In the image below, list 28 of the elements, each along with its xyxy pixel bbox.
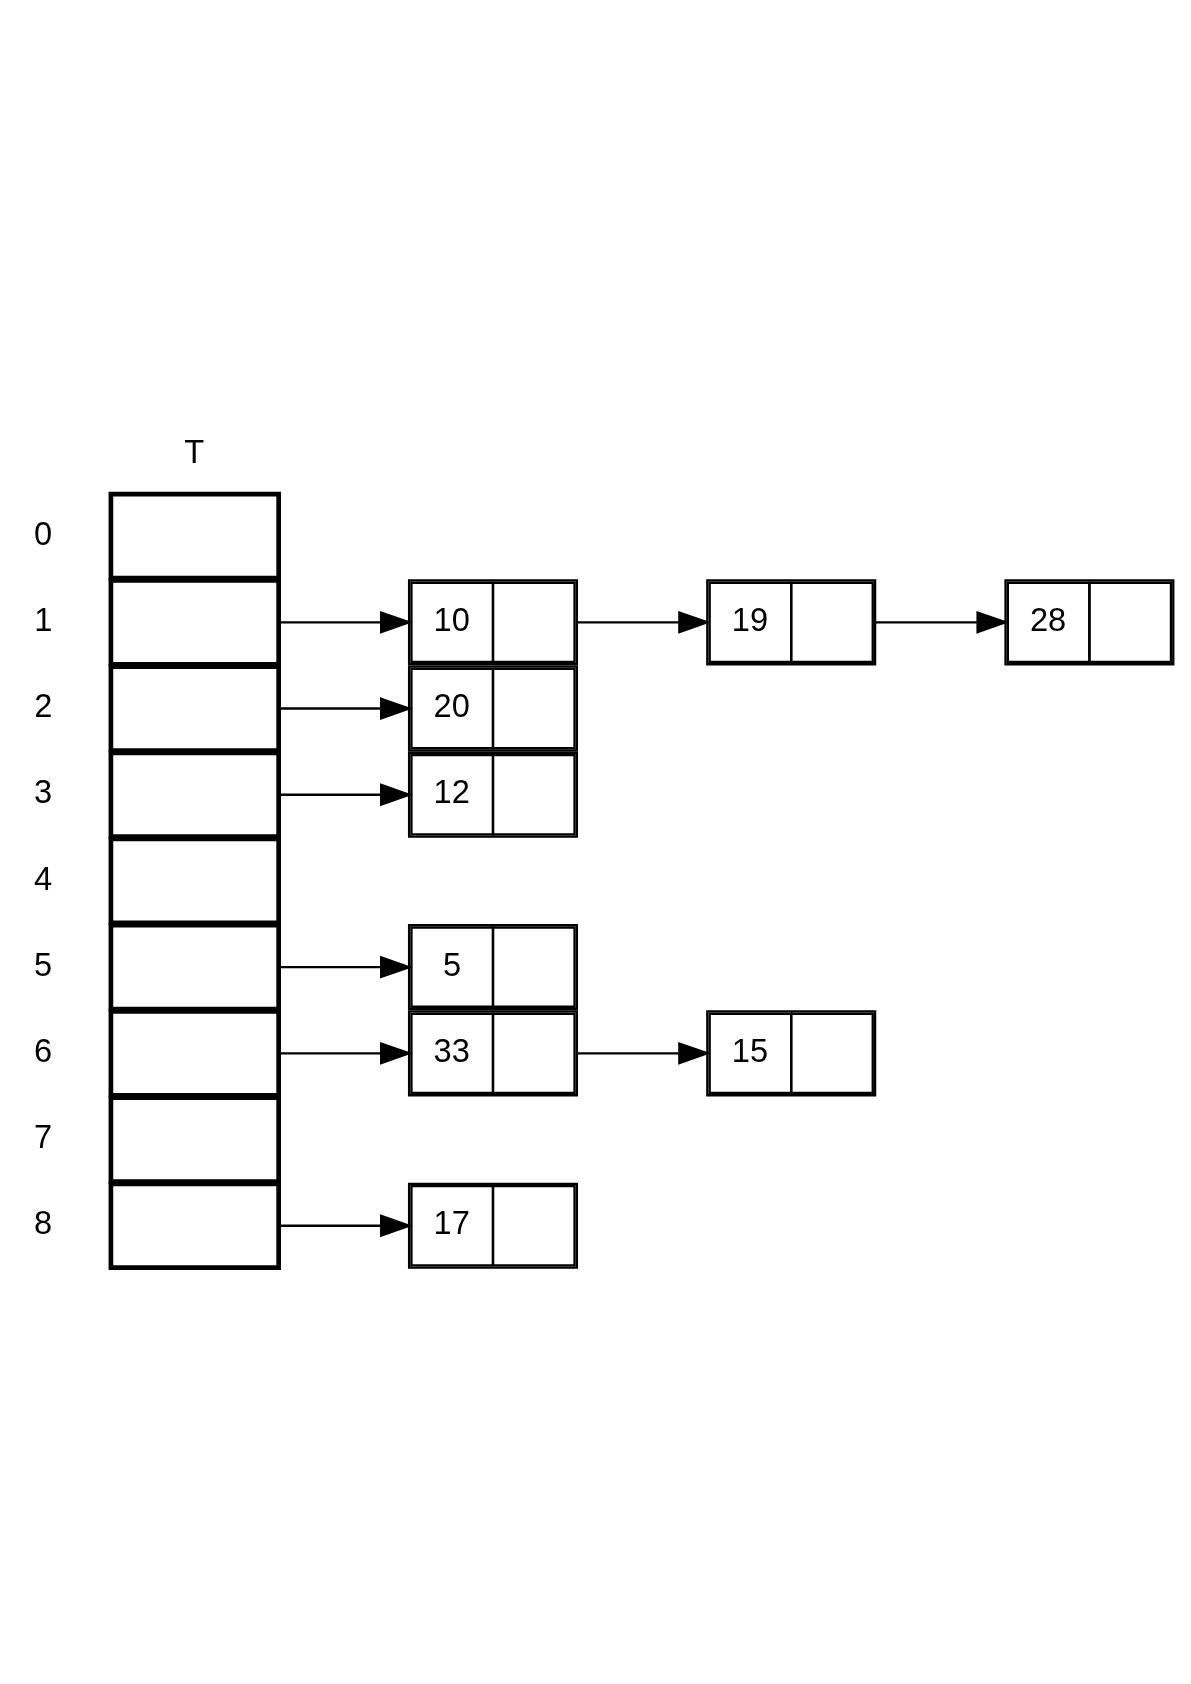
node-label: 4 xyxy=(34,859,53,897)
arrow xyxy=(576,1041,711,1065)
node-label: 5 xyxy=(34,945,53,983)
node-box xyxy=(108,1094,281,1184)
node-box xyxy=(108,749,281,839)
label: T xyxy=(184,432,205,470)
arrow xyxy=(576,610,711,634)
node-box xyxy=(108,836,281,925)
node-label: 3 xyxy=(34,772,53,810)
node-label: 7 xyxy=(34,1117,53,1155)
node-box xyxy=(108,922,281,1011)
arrow xyxy=(278,696,413,720)
node-label: 1 xyxy=(34,600,53,638)
arrow xyxy=(875,610,1010,634)
arrow xyxy=(278,955,413,979)
node-label: 2 xyxy=(34,686,53,724)
arrow xyxy=(278,782,413,806)
node-label: 8 xyxy=(34,1203,53,1241)
node-box xyxy=(108,1008,281,1098)
node-box xyxy=(108,491,281,580)
node-box xyxy=(108,1181,281,1270)
arrow xyxy=(278,610,413,634)
node-label: 6 xyxy=(34,1031,53,1069)
arrow xyxy=(278,1041,413,1065)
node-label: 0 xyxy=(34,514,53,552)
node-box xyxy=(108,663,281,753)
arrow xyxy=(278,1213,413,1237)
node-box xyxy=(108,577,281,667)
